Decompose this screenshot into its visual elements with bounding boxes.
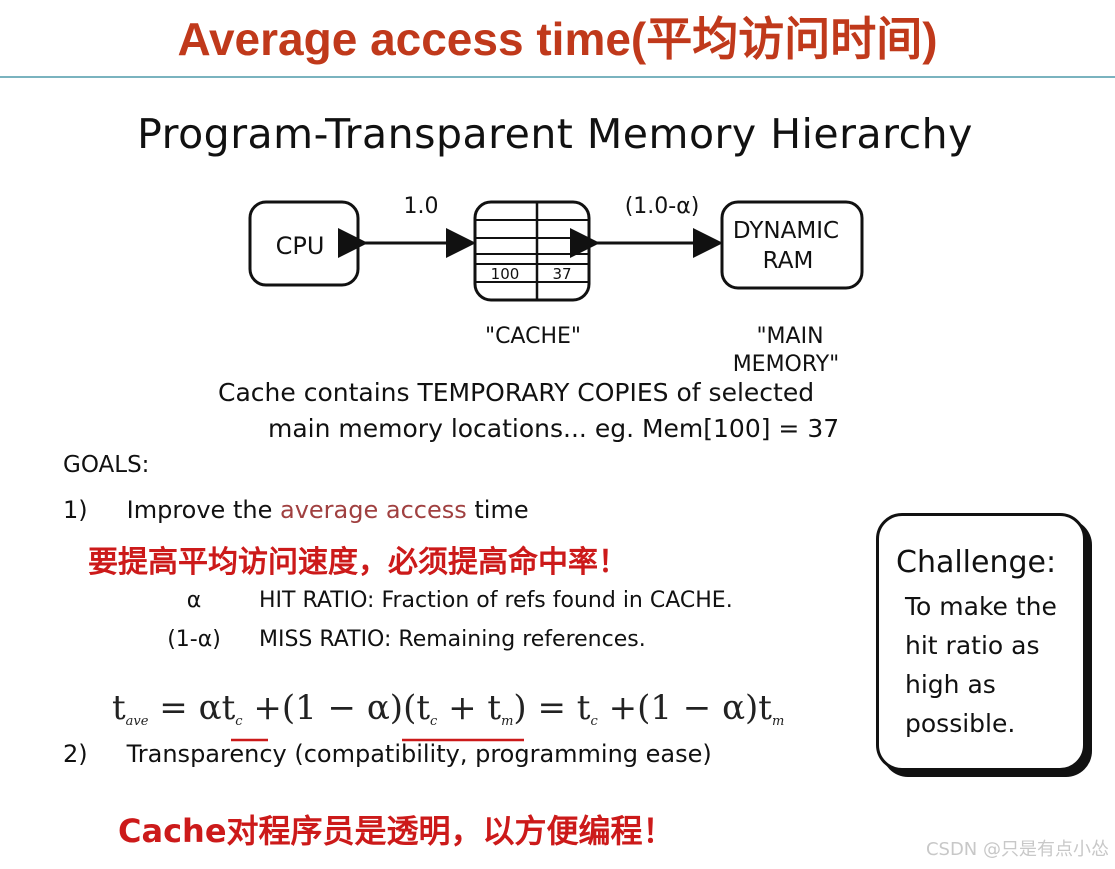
link-label-cpu-cache: 1.0 bbox=[404, 194, 439, 219]
goal-1-text-post: time bbox=[474, 496, 529, 524]
challenge-line: high as bbox=[905, 670, 996, 699]
slide-title: Average access time(平均访问时间) bbox=[177, 13, 938, 65]
cache-caption: "CACHE" bbox=[485, 324, 581, 349]
hit-ratio-symbol: α bbox=[186, 588, 202, 613]
goals-label: GOALS: bbox=[63, 452, 150, 478]
ram-label-line1: DYNAMIC bbox=[733, 218, 839, 244]
formula-t-m: t bbox=[487, 688, 502, 728]
challenge-box bbox=[876, 513, 1086, 771]
formula-sub-ave: ave bbox=[125, 714, 149, 729]
formula-sub-c: c bbox=[430, 714, 438, 729]
goal-2-number: 2) bbox=[63, 740, 88, 768]
formula-t-c: t bbox=[576, 688, 591, 728]
watermark: CSDN @只是有点小怂 bbox=[925, 839, 1109, 860]
goal-1-chinese-note: 要提高平均访问速度，必须提高命中率！ bbox=[88, 545, 628, 580]
formula-lparen: ( bbox=[403, 688, 417, 728]
challenge-line: possible. bbox=[905, 709, 1016, 738]
goal-1-text-pre: Improve the bbox=[126, 496, 273, 524]
goal-1: 1) Improve the average access time bbox=[63, 496, 529, 524]
goal-1-highlight: average access bbox=[279, 496, 467, 524]
formula-sub-m: m bbox=[771, 714, 785, 729]
hit-ratio-text: HIT RATIO: Fraction of refs found in CAC… bbox=[259, 588, 733, 613]
cpu-label: CPU bbox=[276, 232, 325, 260]
formula-sub-c: c bbox=[235, 714, 243, 729]
miss-ratio-symbol: (1-α) bbox=[167, 627, 221, 652]
ram-box bbox=[720, 200, 864, 290]
cache-note-line2: main memory locations... eg. Mem[100] = … bbox=[268, 414, 840, 443]
challenge-line: To make the bbox=[905, 592, 1057, 621]
formula-rparen: ) bbox=[513, 688, 527, 728]
title-divider bbox=[0, 76, 1115, 78]
formula-plus: + bbox=[608, 688, 638, 728]
formula-t-m: t bbox=[758, 688, 772, 728]
formula-alpha: α bbox=[198, 688, 222, 728]
formula-sub-c: c bbox=[590, 714, 598, 729]
main-memory-caption-line2: MEMORY" bbox=[733, 352, 840, 377]
ram-label-line2: RAM bbox=[763, 248, 814, 274]
goal-2: 2) Transparency (compatibility, programm… bbox=[63, 740, 712, 768]
challenge-title: Challenge: bbox=[896, 545, 1057, 580]
link-label-cache-ram: (1.0-α) bbox=[625, 194, 700, 219]
goal-2-chinese-note: Cache对程序员是透明，以方便编程！ bbox=[118, 812, 675, 850]
formula-equals: = bbox=[159, 688, 188, 728]
main-memory-caption-line1: "MAIN bbox=[756, 324, 823, 349]
formula-sub-m: m bbox=[501, 714, 514, 729]
formula-plus: + bbox=[253, 688, 282, 728]
challenge-line: hit ratio as bbox=[905, 631, 1040, 660]
miss-ratio-text: MISS RATIO: Remaining references. bbox=[259, 627, 646, 652]
formula-t-c: t bbox=[221, 688, 236, 728]
formula-one-minus-alpha: (1 − α) bbox=[281, 688, 404, 728]
average-access-time-formula: tave = αtc +(1 − α)(tc + tm) = tc +(1 − … bbox=[112, 688, 784, 729]
cache-note-line1: Cache contains TEMPORARY COPIES of selec… bbox=[218, 378, 815, 407]
cache-cell-value: 37 bbox=[552, 265, 571, 283]
cache-box bbox=[473, 200, 591, 302]
formula-one-minus-alpha: (1 − α) bbox=[637, 688, 759, 728]
formula-t-ave: t bbox=[112, 688, 126, 728]
goal-2-text: Transparency (compatibility, programming… bbox=[126, 740, 712, 768]
cache-cell-address: 100 bbox=[491, 265, 520, 283]
diagram-title: Program-Transparent Memory Hierarchy bbox=[137, 110, 973, 158]
formula-plus: + bbox=[448, 688, 477, 728]
formula-t-c: t bbox=[416, 688, 430, 728]
goal-1-number: 1) bbox=[63, 496, 88, 524]
formula-equals: = bbox=[537, 688, 566, 728]
